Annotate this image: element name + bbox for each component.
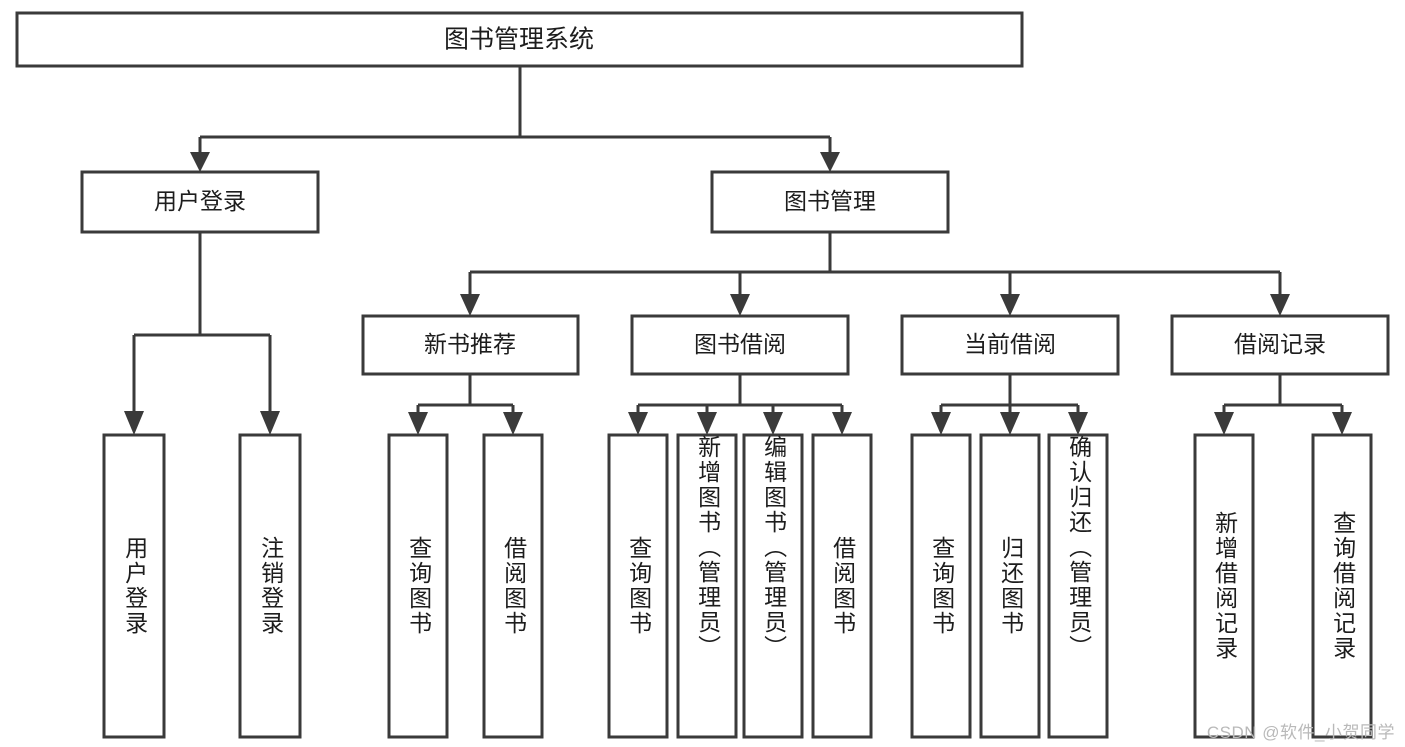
node-borrow-record-label: 借阅记录 xyxy=(1234,331,1326,357)
arrow-head-leaf-borrow-book-1 xyxy=(503,412,523,435)
arrow-head-leaf-add-book xyxy=(697,412,717,435)
node-new-book-recommend-box[interactable] xyxy=(361,314,580,376)
leaf-box-return-book[interactable] xyxy=(979,433,1041,739)
node-book-borrow[interactable]: 图书借阅 xyxy=(630,314,850,376)
node-book-manage-label: 图书管理 xyxy=(784,188,876,214)
leaf-box-query-book-2[interactable] xyxy=(607,433,669,739)
leaf-box-add-record[interactable] xyxy=(1193,433,1255,739)
node-root[interactable]: 图书管理系统 xyxy=(15,11,1024,68)
arrow-head-leaf-return-book xyxy=(1000,412,1020,435)
arrow-head-current-borrow xyxy=(1000,294,1020,316)
arrow-head-leaf-add-record xyxy=(1214,412,1234,435)
arrow-head-leaf-logout xyxy=(260,411,280,435)
leaf-box-borrow-book-1[interactable] xyxy=(482,433,544,739)
node-new-book-recommend-label: 新书推荐 xyxy=(424,331,516,357)
leaf-box-user-login[interactable] xyxy=(102,433,166,739)
node-book-manage[interactable]: 图书管理 xyxy=(710,170,950,234)
node-user-login-box[interactable] xyxy=(80,170,320,234)
arrow-head-borrow-record xyxy=(1270,294,1290,316)
leaf-box-query-record[interactable] xyxy=(1311,433,1373,739)
arrow-head-user-login xyxy=(190,152,210,172)
leaf-box-group xyxy=(102,433,1373,739)
node-root-label: 图书管理系统 xyxy=(444,26,594,54)
watermark: CSDN @软件_小贺同学 xyxy=(1206,723,1395,742)
leaf-box-query-book-1[interactable] xyxy=(387,433,449,739)
leaf-box-logout[interactable] xyxy=(238,433,302,739)
arrow-head-book-manage xyxy=(820,152,840,172)
node-user-login-label: 用户登录 xyxy=(154,188,246,214)
arrow-head-leaf-user-login xyxy=(124,411,144,435)
node-borrow-record-box[interactable] xyxy=(1170,314,1390,376)
leaf-box-edit-book-admin[interactable] xyxy=(742,433,804,739)
node-user-login[interactable]: 用户登录 xyxy=(80,170,320,234)
arrow-head-leaf-confirm-return xyxy=(1068,412,1088,435)
node-current-borrow-label: 当前借阅 xyxy=(964,331,1056,357)
leaf-box-confirm-return-admin[interactable] xyxy=(1047,433,1109,739)
node-current-borrow-box[interactable] xyxy=(900,314,1120,376)
node-root-box[interactable] xyxy=(15,11,1024,68)
node-current-borrow[interactable]: 当前借阅 xyxy=(900,314,1120,376)
arrow-head-leaf-query-book-2 xyxy=(628,412,648,435)
leaf-box-borrow-book-2[interactable] xyxy=(811,433,873,739)
arrow-head-book-borrow xyxy=(730,294,750,316)
node-new-book-recommend[interactable]: 新书推荐 xyxy=(361,314,580,376)
leaf-box-query-book-3[interactable] xyxy=(910,433,972,739)
leaf-box-add-book-admin[interactable] xyxy=(676,433,738,739)
arrow-head-leaf-query-record xyxy=(1332,412,1352,435)
arrow-head-leaf-borrow-book-2 xyxy=(832,412,852,435)
node-book-borrow-label: 图书借阅 xyxy=(694,331,786,357)
arrow-head-leaf-query-book-3 xyxy=(931,412,951,435)
arrow-head-leaf-query-book-1 xyxy=(408,412,428,435)
arrow-head-leaf-edit-book xyxy=(763,412,783,435)
node-book-borrow-box[interactable] xyxy=(630,314,850,376)
arrow-head-new-book-rec xyxy=(460,294,480,316)
node-borrow-record[interactable]: 借阅记录 xyxy=(1170,314,1390,376)
connector-group xyxy=(124,66,1352,435)
node-book-manage-box[interactable] xyxy=(710,170,950,234)
